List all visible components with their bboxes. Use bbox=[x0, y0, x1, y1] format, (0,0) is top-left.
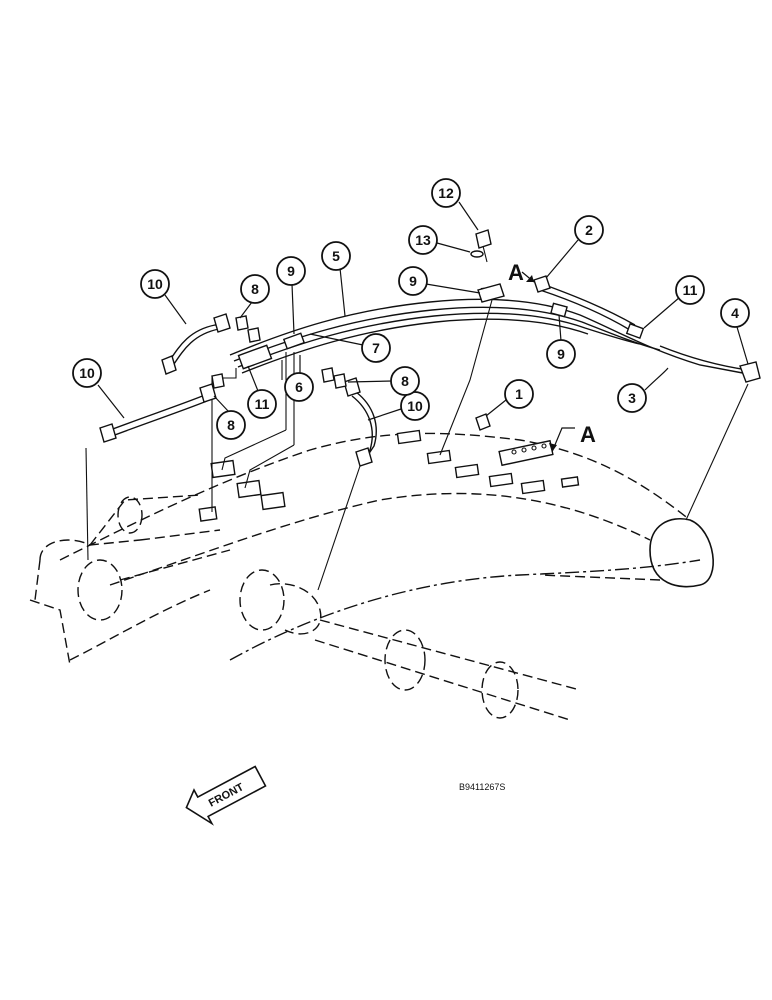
hoses bbox=[85, 313, 749, 591]
svg-text:3: 3 bbox=[628, 390, 636, 406]
svg-text:9: 9 bbox=[287, 263, 295, 279]
svg-text:8: 8 bbox=[251, 281, 259, 297]
svg-text:13: 13 bbox=[415, 232, 431, 248]
callout-4: 4 bbox=[720, 298, 750, 328]
svg-text:6: 6 bbox=[295, 379, 303, 395]
svg-text:10: 10 bbox=[79, 365, 95, 381]
boom-outline bbox=[29, 432, 714, 721]
svg-text:5: 5 bbox=[332, 248, 340, 264]
svg-text:10: 10 bbox=[407, 398, 423, 414]
callout-1: 1 bbox=[504, 379, 534, 409]
callout-9-right: 9 bbox=[546, 339, 576, 369]
callout-8-lower: 8 bbox=[216, 410, 246, 440]
callout-12: 12 bbox=[431, 178, 461, 208]
svg-text:A: A bbox=[508, 260, 524, 285]
callout-2: 2 bbox=[574, 215, 604, 245]
callout-13: 13 bbox=[408, 225, 438, 255]
svg-text:12: 12 bbox=[438, 185, 454, 201]
callout-9-top: 9 bbox=[398, 266, 428, 296]
svg-text:2: 2 bbox=[585, 222, 593, 238]
tube-bundle bbox=[211, 229, 761, 512]
svg-text:4: 4 bbox=[731, 305, 739, 321]
svg-text:7: 7 bbox=[372, 340, 380, 356]
callout-10-upper: 10 bbox=[140, 269, 170, 299]
svg-text:1: 1 bbox=[515, 386, 523, 402]
svg-text:11: 11 bbox=[255, 396, 270, 412]
svg-text:8: 8 bbox=[401, 373, 409, 389]
callout-6: 6 bbox=[284, 372, 314, 402]
callout-3: 3 bbox=[617, 383, 647, 413]
callout-9-left: 9 bbox=[276, 256, 306, 286]
callout-5: 5 bbox=[321, 241, 351, 271]
callout-7: 7 bbox=[361, 333, 391, 363]
callout-8-top: 8 bbox=[240, 274, 270, 304]
mounting-pads bbox=[198, 429, 580, 522]
svg-text:A: A bbox=[580, 422, 596, 447]
svg-text:9: 9 bbox=[557, 346, 565, 362]
callout-11-left: 11 bbox=[247, 389, 277, 419]
svg-text:9: 9 bbox=[409, 273, 417, 289]
svg-text:8: 8 bbox=[227, 417, 235, 433]
callout-11-right: 11 bbox=[675, 275, 705, 305]
front-arrow: FRONT bbox=[185, 765, 267, 826]
svg-text:11: 11 bbox=[683, 282, 698, 298]
view-marker-a-top: A bbox=[508, 260, 535, 285]
callouts: 12 13 2 5 9 9 bbox=[72, 178, 750, 440]
callout-8-right: 8 bbox=[390, 366, 420, 396]
view-marker-a-bottom: A bbox=[549, 422, 596, 453]
callout-10-middle: 10 bbox=[400, 391, 430, 421]
svg-text:10: 10 bbox=[147, 276, 163, 292]
callout-10-lower: 10 bbox=[72, 358, 102, 388]
reference-number: B9411267S bbox=[459, 782, 505, 792]
front-label: FRONT bbox=[207, 781, 246, 810]
